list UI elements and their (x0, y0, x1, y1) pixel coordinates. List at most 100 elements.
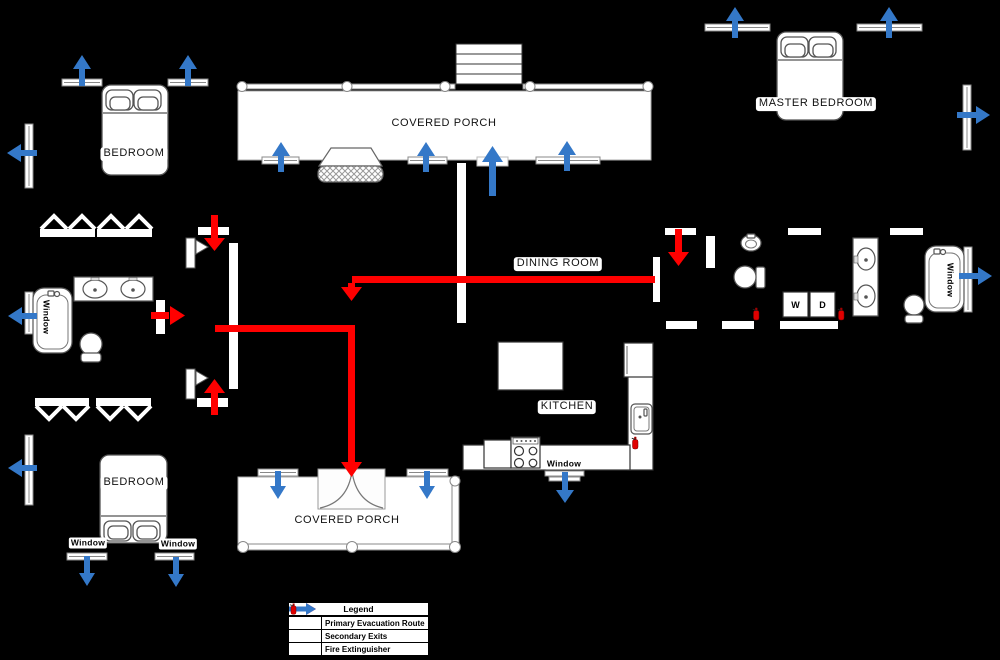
wall-segment (653, 257, 660, 302)
fire-extinguisher-icon (752, 307, 760, 321)
legend-label: Secondary Exits (325, 631, 388, 641)
secondary-exits (7, 7, 992, 587)
legend-label: Fire Extinguisher (325, 644, 391, 654)
fire-extinguisher-icon (837, 307, 845, 321)
door-leaf (185, 237, 196, 269)
toilet (733, 265, 766, 289)
secondary-exit-arrow (8, 459, 37, 477)
kitchen-island (497, 341, 564, 391)
primary-evacuation-route (151, 215, 689, 477)
bed-top-left (101, 84, 169, 176)
hanger-icon (124, 213, 154, 231)
legend-row-secondary: Secondary Exits (289, 603, 428, 642)
primary-route-arrow-icon (289, 603, 322, 629)
hall-doors (185, 237, 209, 400)
primary-route-line (348, 325, 355, 462)
room-label-covered-porch-top: COVERED PORCH (388, 117, 500, 131)
wall-segment (666, 321, 697, 329)
secondary-exit-arrow (419, 471, 435, 499)
hanger-icon (123, 404, 153, 422)
window-label-bath-left: Window (40, 297, 52, 337)
secondary-exit-arrow (179, 55, 197, 86)
bed-bottom-left (99, 454, 168, 544)
primary-route-arrow (151, 306, 185, 325)
secondary-exit-arrow (270, 471, 286, 499)
refrigerator (623, 342, 654, 378)
wall-segment (780, 321, 838, 329)
porch-swing (317, 147, 384, 183)
fire-extinguisher-icon (289, 603, 322, 655)
primary-route-line (215, 325, 352, 332)
railing-post (346, 541, 358, 553)
secondary-exit-arrow (726, 7, 744, 38)
secondary-exit-arrow-icon (289, 603, 322, 642)
bathroom-master: W D (733, 233, 965, 324)
stair-step (455, 53, 523, 65)
door-swing (195, 239, 209, 255)
room-label-master-bedroom: MASTER BEDROOM (755, 97, 877, 111)
window-label-bath-right: Window (944, 260, 956, 300)
secondary-exit-arrow (79, 556, 95, 586)
secondary-exit-arrow (168, 557, 184, 587)
door-swing (195, 370, 209, 386)
hanger-icon (67, 213, 97, 231)
window-label-kitchen: Window (544, 458, 584, 470)
closet-rod (40, 229, 95, 237)
pedestal-sink (740, 233, 762, 252)
kitchen (462, 341, 654, 471)
washer: W (782, 291, 809, 318)
double-vanity (852, 237, 879, 317)
secondary-exit-arrow (73, 55, 91, 86)
stove (510, 436, 541, 469)
railing-post (642, 81, 654, 92)
bathtub (32, 287, 73, 354)
room-label-dining-room: DINING ROOM (513, 257, 603, 271)
wall-segment (788, 228, 821, 235)
railing-post (449, 475, 461, 487)
secondary-exit-arrow (272, 142, 290, 172)
primary-route-arrow (668, 229, 689, 266)
primary-route-arrow (341, 287, 362, 301)
wall-segment (722, 321, 754, 329)
secondary-exit-arrow (556, 472, 574, 503)
porch-railing (522, 83, 652, 90)
legend: Legend Primary Evacuation Route Secondar… (287, 601, 430, 657)
railing-post (236, 81, 248, 92)
stair-step (455, 73, 523, 85)
closet-rod (96, 398, 151, 406)
railing-post (237, 541, 249, 553)
legend-title: Legend (289, 603, 428, 617)
secondary-exit-arrow (482, 146, 503, 196)
railing-post (524, 81, 536, 92)
primary-route-arrow (204, 379, 225, 415)
hanger-icon (39, 213, 69, 231)
hanger-icon (95, 404, 125, 422)
fire-extinguisher-icon (631, 436, 639, 450)
room-label-kitchen: KITCHEN (537, 400, 597, 414)
window-icon (963, 246, 973, 313)
hanger-icon (61, 404, 91, 422)
legend-row-extinguisher: Fire Extinguisher (289, 603, 428, 655)
railing-post (341, 81, 353, 92)
wall-segment (706, 236, 715, 268)
porch-railing (451, 477, 460, 546)
wall-segment (890, 228, 923, 235)
legend-row-primary: Primary Evacuation Route (289, 603, 428, 629)
primary-route-arrow (204, 215, 225, 251)
secondary-exit-arrow (417, 142, 435, 172)
secondary-exit-arrow (7, 144, 37, 162)
room-label-covered-porch-bottom: COVERED PORCH (291, 514, 403, 528)
closets (34, 213, 154, 422)
primary-route-line (348, 283, 355, 288)
secondary-exit-arrow (880, 7, 898, 38)
window-label-bedroom-1: Window (68, 537, 108, 549)
dishwasher (483, 439, 512, 469)
toilet (903, 294, 925, 324)
hanger-icon (34, 404, 64, 422)
kitchen-sink (630, 403, 653, 435)
washer-label: W (791, 300, 800, 310)
railing-post (449, 541, 461, 553)
door-leaf (185, 368, 196, 400)
wall-segment (229, 243, 238, 389)
